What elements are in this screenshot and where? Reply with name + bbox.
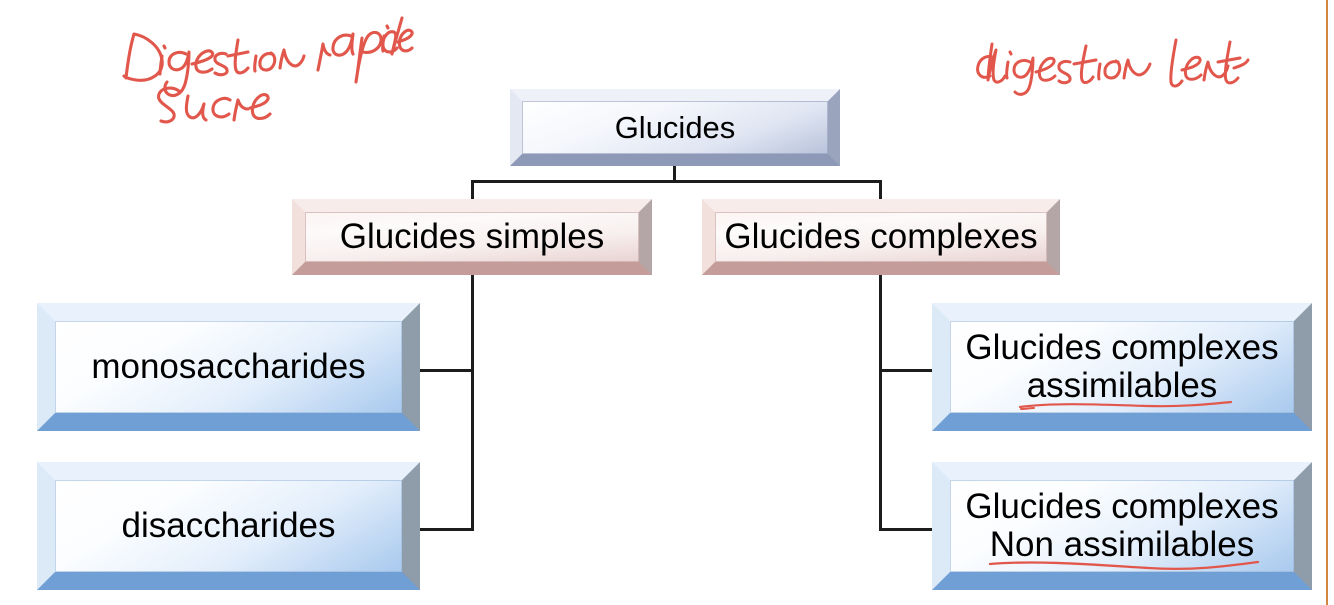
node-glucides-label: Glucides [614,109,736,145]
ink-annotation-digestion-rapide [112,8,414,128]
node-glucides-simples[interactable]: Glucides simples [292,199,652,275]
connector-to-complex [879,180,882,202]
node-assimilables-line1: Glucides complexes [965,328,1279,368]
node-glucides-complexes-non-assimilables[interactable]: Glucides complexes Non assimilables [932,462,1312,590]
node-non-assimilables-line2: Non assimilables [989,525,1255,564]
node-glucides-complexes-assimilables[interactable]: Glucides complexes assimilables [932,303,1312,431]
node-glucides[interactable]: Glucides [510,89,840,166]
node-glucides-complexes[interactable]: Glucides complexes [702,199,1060,275]
node-disaccharides[interactable]: disaccharides [37,462,420,590]
connector-simple-to-mono [418,369,474,372]
node-assimilables-line2: assimilables [1026,366,1218,405]
node-monosaccharides-label: monosaccharides [91,347,366,387]
connector-complex-to-non-assimilable [879,528,935,531]
connector-simple-trunk [471,270,474,531]
node-monosaccharides[interactable]: monosaccharides [37,303,420,431]
connector-to-simple [471,180,474,202]
node-disaccharides-label: disaccharides [121,506,336,546]
node-glucides-complexes-label: Glucides complexes [724,217,1038,257]
connector-complex-trunk [879,270,882,531]
connector-complex-to-assimilable [879,369,935,372]
ink-annotation-sucre [148,76,278,131]
connector-root-bus [471,180,882,183]
right-margin-rule [1326,0,1328,605]
connector-root-stem [673,165,676,182]
ink-annotation-digestion-lente [972,36,1250,98]
connector-simple-to-di [418,528,474,531]
node-glucides-simples-label: Glucides simples [339,217,605,257]
node-non-assimilables-line1: Glucides complexes [965,487,1279,527]
